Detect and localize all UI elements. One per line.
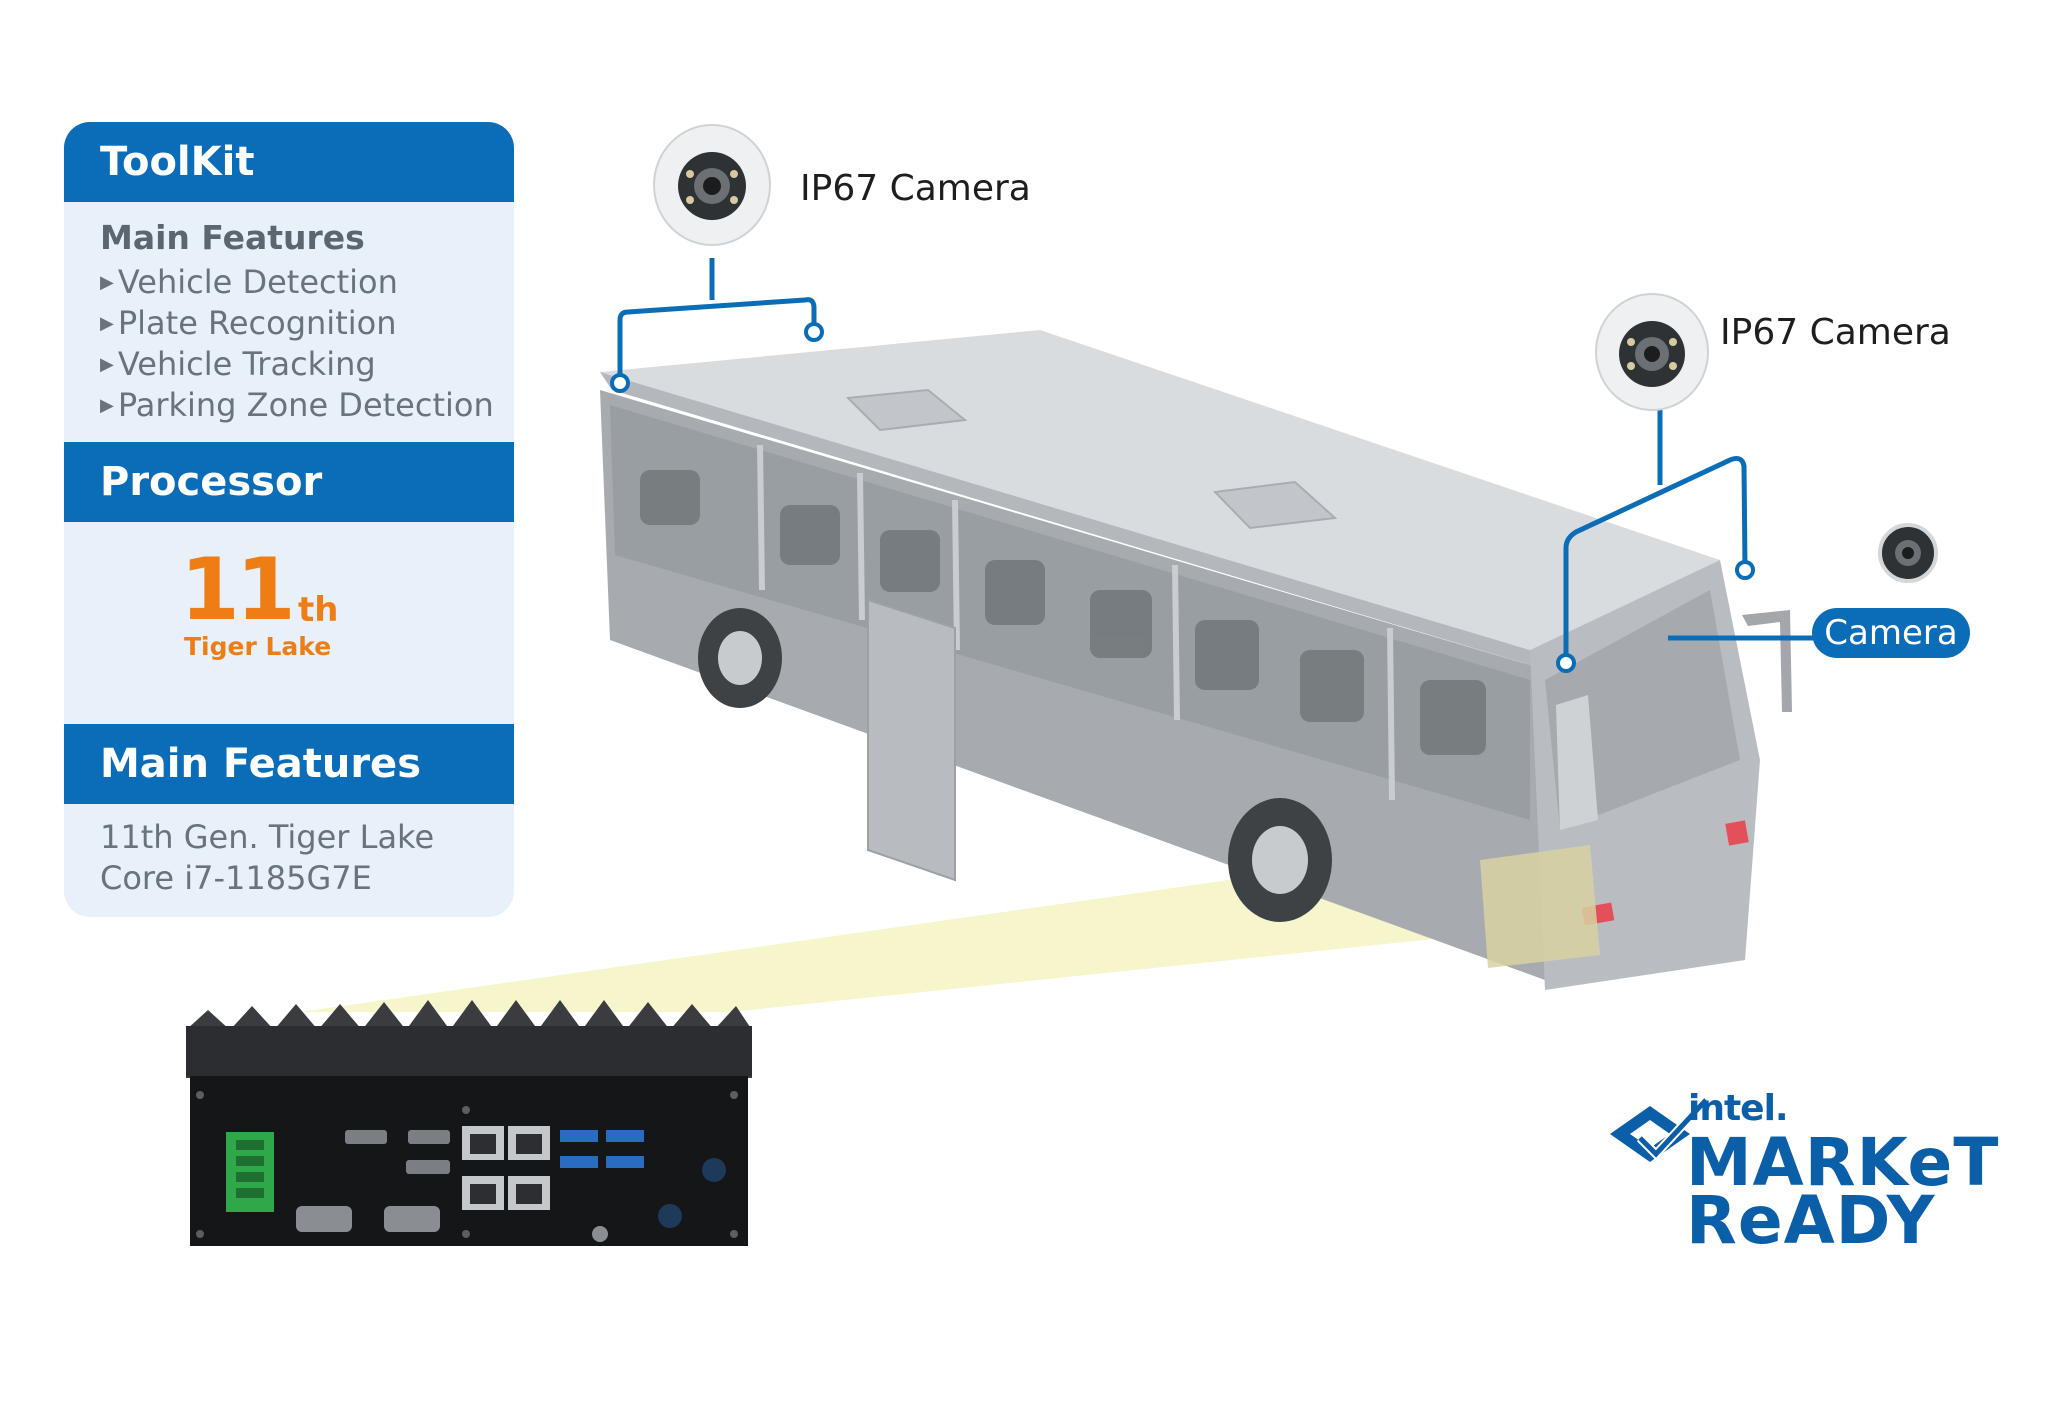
- bullet-triangle-icon: ▶: [100, 354, 114, 375]
- bullet-triangle-icon: ▶: [100, 395, 114, 416]
- processor-badge: 11 th Tiger Lake: [160, 540, 370, 698]
- badge-suffix: th: [298, 590, 339, 630]
- camera-top-label: IP67 Camera: [800, 168, 1031, 209]
- list-item: ▶Parking Zone Detection: [100, 386, 494, 424]
- list-item: ▶Plate Recognition: [100, 304, 397, 342]
- dome-camera-top-icon: [653, 124, 771, 246]
- spec-line: Core i7-1185G7E: [100, 859, 372, 897]
- bullet-triangle-icon: ▶: [100, 272, 114, 293]
- bus-illustration: [600, 330, 1792, 990]
- badge-generation-number: 11: [180, 540, 296, 640]
- list-item: ▶Vehicle Tracking: [100, 345, 376, 383]
- intel-brand-text: intel.: [1688, 1088, 1789, 1129]
- intel-market-ready-mark-icon: [1610, 1096, 1710, 1162]
- spec-panel: ToolKit Main Features ▶Vehicle Detection…: [64, 122, 514, 917]
- feature-list: ▶Vehicle Detection ▶Plate Recognition ▶V…: [100, 262, 494, 426]
- toolkit-header: ToolKit: [64, 122, 514, 202]
- bullet-triangle-icon: ▶: [100, 313, 114, 334]
- dome-camera-right-icon: [1595, 293, 1709, 411]
- front-camera-icon: [1878, 523, 1938, 583]
- main-features-header: Main Features: [64, 724, 514, 804]
- spec-line: 11th Gen. Tiger Lake: [100, 818, 435, 856]
- badge-name: Tiger Lake: [184, 632, 332, 661]
- processor-header: Processor: [64, 442, 514, 522]
- camera-connectors: [617, 258, 1816, 660]
- embedded-pc-illustration: [186, 1000, 752, 1246]
- camera-right-label: IP67 Camera: [1720, 312, 1951, 353]
- market-ready-line-2: ReADY: [1686, 1182, 1936, 1259]
- light-beam: [300, 850, 1520, 1012]
- market-ready-line-1: MARKeT: [1686, 1124, 2000, 1201]
- main-features-heading: Main Features: [100, 218, 365, 257]
- camera-front-label: Camera: [1812, 608, 1970, 658]
- list-item: ▶Vehicle Detection: [100, 263, 398, 301]
